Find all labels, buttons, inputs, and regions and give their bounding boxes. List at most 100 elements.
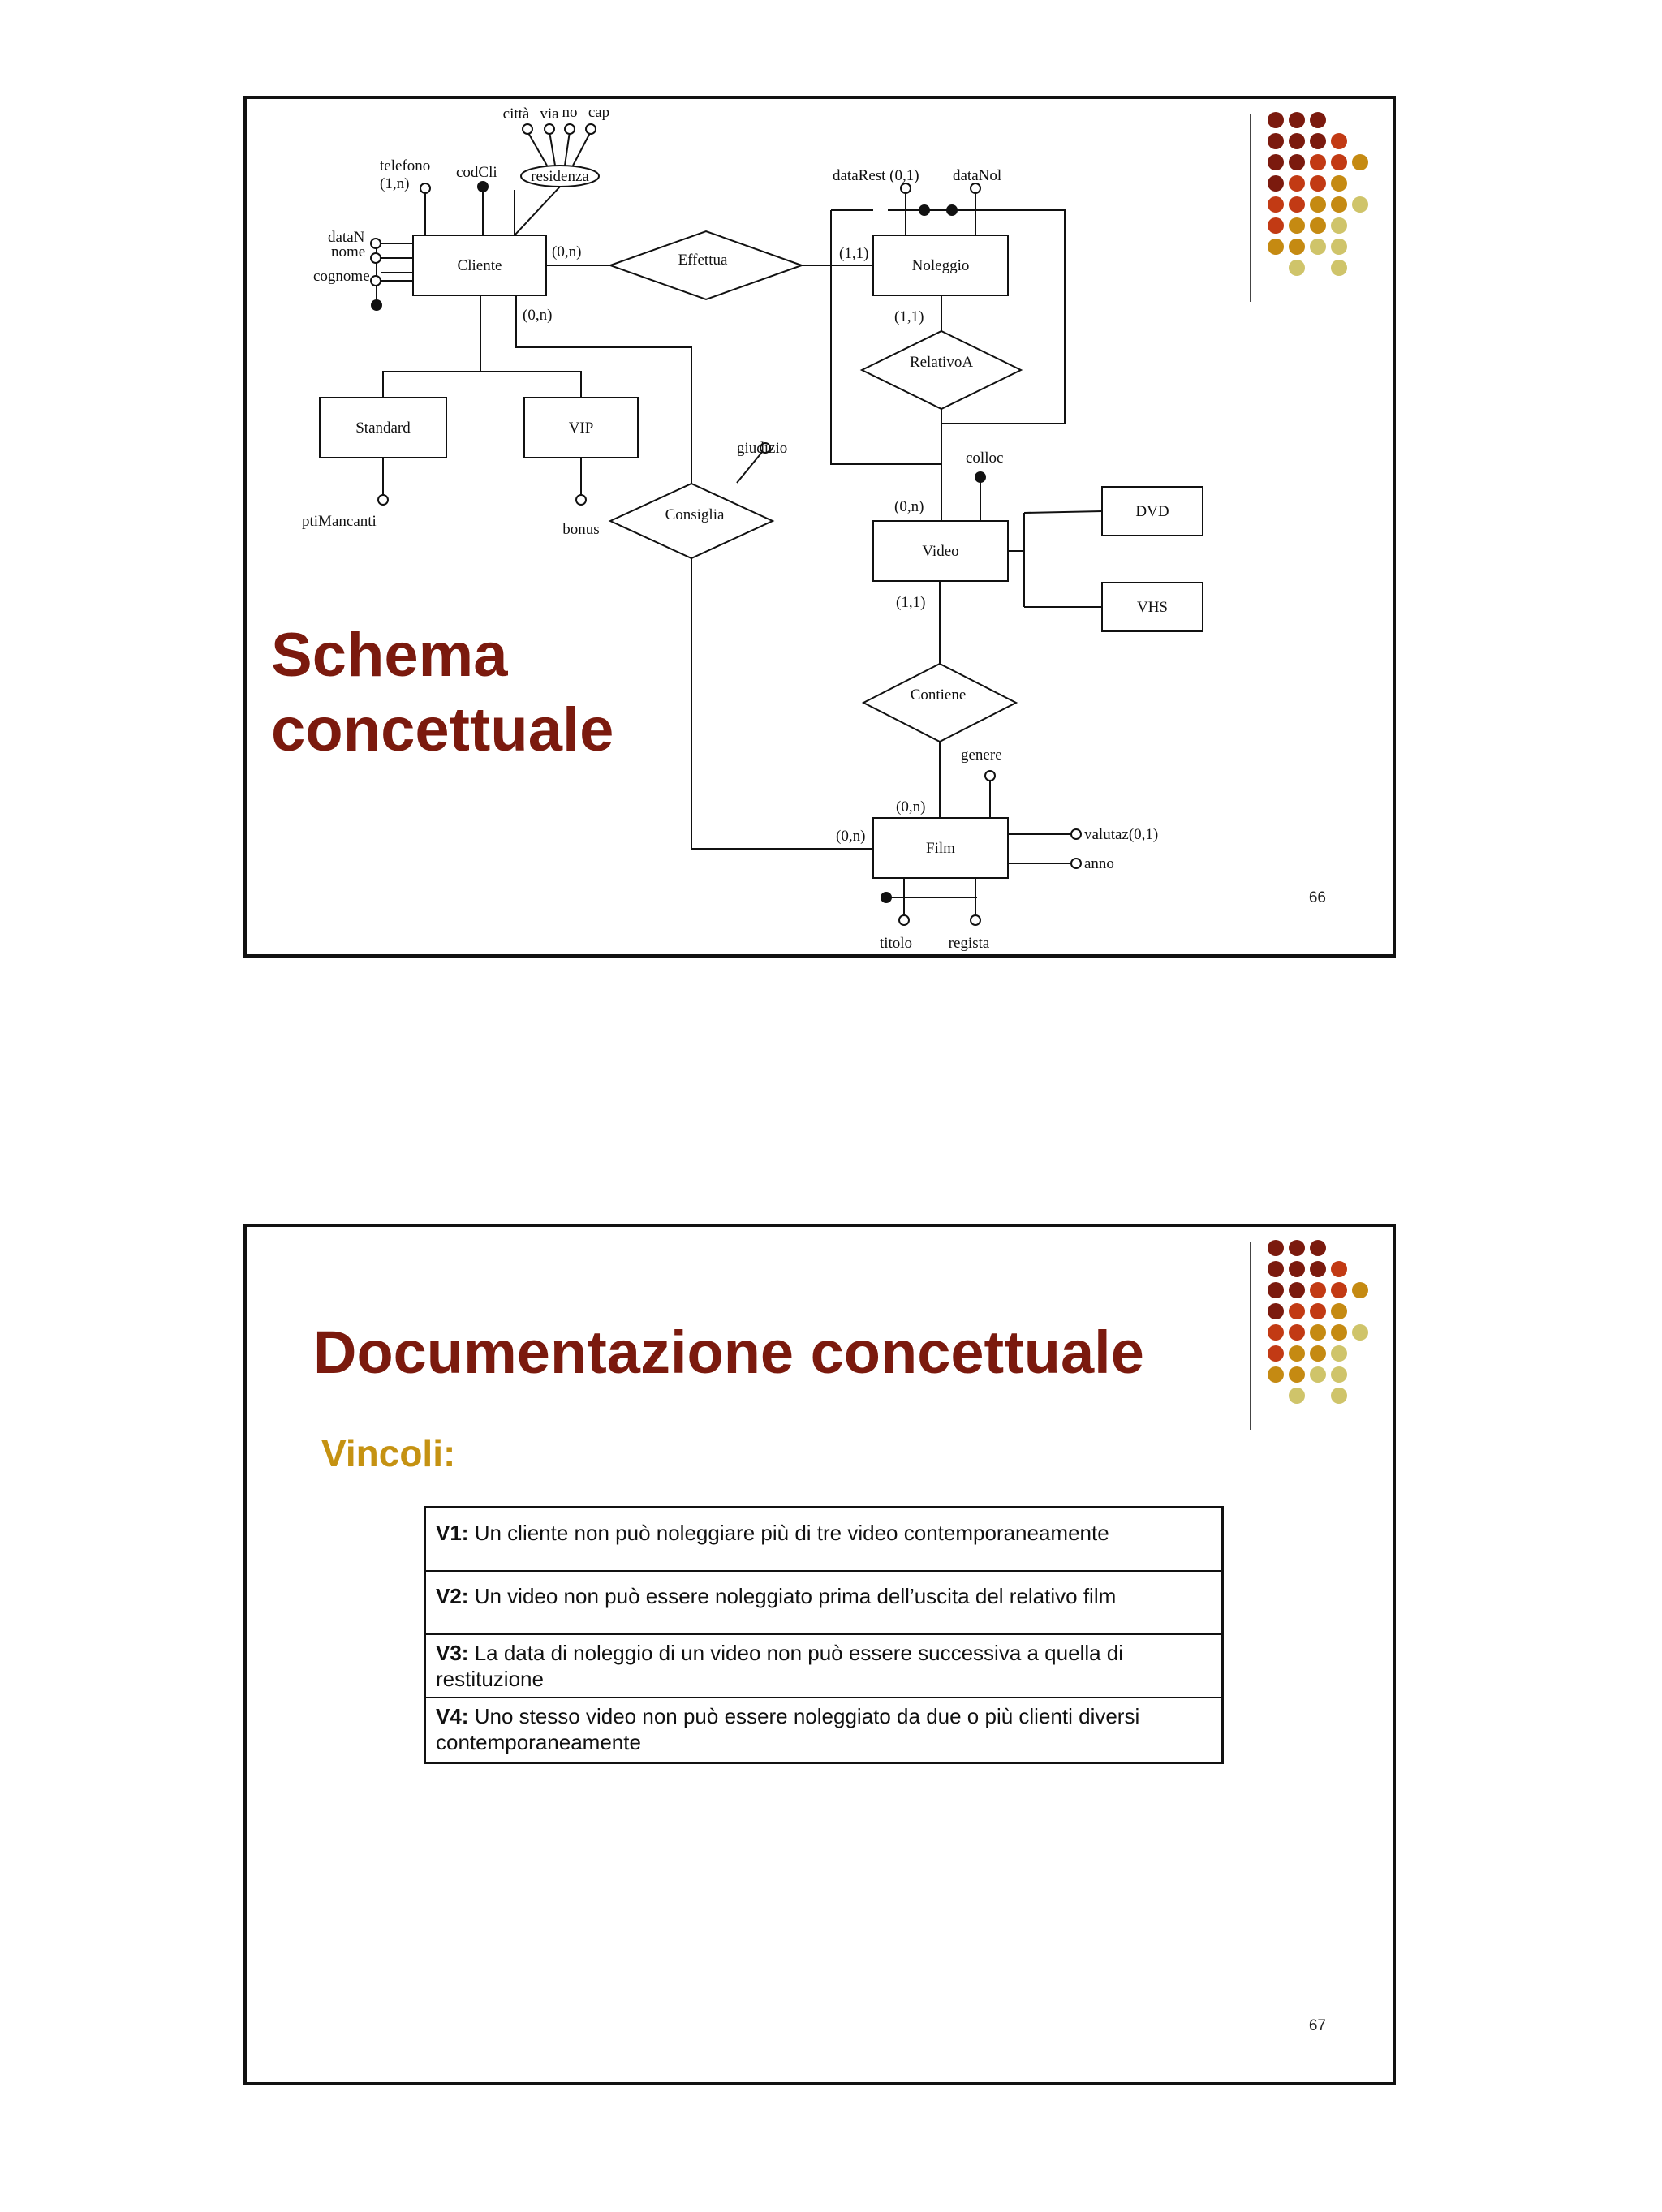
card-film-contiene: (0,n) <box>896 798 925 816</box>
attr-regista: regista <box>949 935 990 952</box>
card-video-relativoa: (0,n) <box>894 498 924 515</box>
card-video-contiene: (1,1) <box>896 594 925 611</box>
decorative-divider <box>1250 1242 1251 1430</box>
entity-film-label: Film <box>926 840 955 857</box>
decorative-dot <box>1289 217 1305 234</box>
rel-relativoa-diamond <box>859 329 1023 411</box>
decorative-dot <box>1289 112 1305 128</box>
card-film-consiglia: (0,n) <box>836 828 865 845</box>
constraint-id: V1: <box>436 1521 469 1545</box>
decorative-dot <box>1268 1345 1284 1362</box>
slide-title-line2: concettuale <box>271 695 614 764</box>
rel-contiene-label: Contiene <box>911 686 967 704</box>
decorative-dot <box>1268 175 1284 192</box>
attr-telefono-card: (1,n) <box>380 175 409 192</box>
decorative-dot <box>1352 1282 1368 1298</box>
decorative-dot <box>1352 1324 1368 1341</box>
decorative-dot <box>1289 1261 1305 1277</box>
attr-no: no <box>562 104 578 121</box>
decorative-dot <box>1289 133 1305 149</box>
decorative-dot <box>1268 154 1284 170</box>
constraint-id: V4: <box>436 1704 469 1728</box>
attr-valutaz: valutaz(0,1) <box>1084 826 1158 843</box>
attr-datanol: dataNol <box>953 167 1001 184</box>
attr-cognome: cognome <box>313 268 370 285</box>
entity-noleggio-label: Noleggio <box>912 257 970 274</box>
attr-codcli: codCli <box>456 164 497 181</box>
constraints-table: V1: Un cliente non può noleggiare più di… <box>424 1506 1224 1764</box>
rel-relativoa-label: RelativoA <box>910 354 973 371</box>
decorative-dot <box>1310 154 1326 170</box>
decorative-dot <box>1310 1366 1326 1383</box>
rel-consiglia-diamond <box>608 482 775 560</box>
decorative-dot <box>1289 1240 1305 1256</box>
constraint-row: V4: Uno stesso video non può essere nole… <box>426 1698 1221 1762</box>
attr-via: via <box>540 105 559 123</box>
entity-cliente-label: Cliente <box>458 257 502 274</box>
slide-title: Schema concettuale <box>271 618 614 768</box>
decorative-dot <box>1331 1261 1347 1277</box>
slide-title: Documentazione concettuale <box>313 1319 1144 1386</box>
entity-video-label: Video <box>922 543 958 560</box>
entity-vhs-label: VHS <box>1137 599 1168 616</box>
decorative-dot <box>1268 217 1284 234</box>
card-noleggio-relativoa: (1,1) <box>894 308 924 325</box>
slide-documentazione-concettuale: Documentazione concettuale Vincoli: V1: … <box>243 1224 1396 2085</box>
constraint-id: V3: <box>436 1641 469 1665</box>
slide-schema-concettuale: Cliente Noleggio Standard VIP Video DVD … <box>243 96 1396 958</box>
decorative-dot <box>1289 239 1305 255</box>
decorative-dot <box>1268 133 1284 149</box>
slide-subtitle: Vincoli: <box>321 1432 456 1474</box>
attr-giudizio: giudizio <box>737 440 787 457</box>
attr-colloc: colloc <box>966 450 1003 467</box>
entity-vip-label: VIP <box>569 420 594 437</box>
decorative-dot <box>1268 196 1284 213</box>
decorative-dot <box>1310 239 1326 255</box>
decorative-dot <box>1331 1388 1347 1404</box>
decorative-dot <box>1310 1240 1326 1256</box>
decorative-dot <box>1310 1261 1326 1277</box>
rel-contiene-diamond <box>861 662 1018 743</box>
attr-anno: anno <box>1084 855 1114 872</box>
card-cliente-effettua: (0,n) <box>552 243 581 260</box>
decorative-dot <box>1268 239 1284 255</box>
decorative-dot <box>1289 1303 1305 1319</box>
decorative-dot <box>1310 175 1326 192</box>
decorative-dot <box>1331 133 1347 149</box>
constraint-row: V3: La data di noleggio di un video non … <box>426 1635 1221 1698</box>
decorative-dot-grid <box>1268 112 1389 290</box>
decorative-dot <box>1289 1366 1305 1383</box>
attr-datan: dataN <box>328 229 365 246</box>
page-number: 67 <box>1308 2017 1326 2034</box>
attr-titolo: titolo <box>880 935 912 952</box>
decorative-dot <box>1331 239 1347 255</box>
attr-datarest: dataRest (0,1) <box>833 167 919 184</box>
decorative-dot <box>1268 1282 1284 1298</box>
decorative-dot <box>1268 1324 1284 1341</box>
decorative-dot <box>1352 196 1368 213</box>
decorative-dot <box>1310 1303 1326 1319</box>
decorative-dot <box>1268 1303 1284 1319</box>
decorative-dot <box>1310 133 1326 149</box>
decorative-dot <box>1289 1282 1305 1298</box>
decorative-dot <box>1289 260 1305 276</box>
attr-citta: città <box>503 105 530 123</box>
decorative-dot <box>1289 1345 1305 1362</box>
decorative-dot <box>1289 196 1305 213</box>
constraint-row: V1: Un cliente non può noleggiare più di… <box>426 1508 1221 1572</box>
decorative-dot <box>1268 112 1284 128</box>
decorative-dot <box>1310 196 1326 213</box>
entity-standard-label: Standard <box>355 420 411 437</box>
attr-cap: cap <box>588 104 609 121</box>
decorative-dot <box>1331 1282 1347 1298</box>
decorative-dot <box>1310 1345 1326 1362</box>
decorative-dot <box>1352 154 1368 170</box>
constraint-text: Uno stesso video non può essere noleggia… <box>436 1704 1140 1754</box>
attr-ptimancanti: ptiMancanti <box>302 513 377 530</box>
entity-dvd-label: DVD <box>1135 503 1169 520</box>
decorative-dot <box>1331 154 1347 170</box>
constraint-row: V2: Un video non può essere noleggiato p… <box>426 1572 1221 1635</box>
decorative-dot <box>1268 1261 1284 1277</box>
page-number: 66 <box>1308 889 1326 906</box>
decorative-divider <box>1250 114 1251 302</box>
